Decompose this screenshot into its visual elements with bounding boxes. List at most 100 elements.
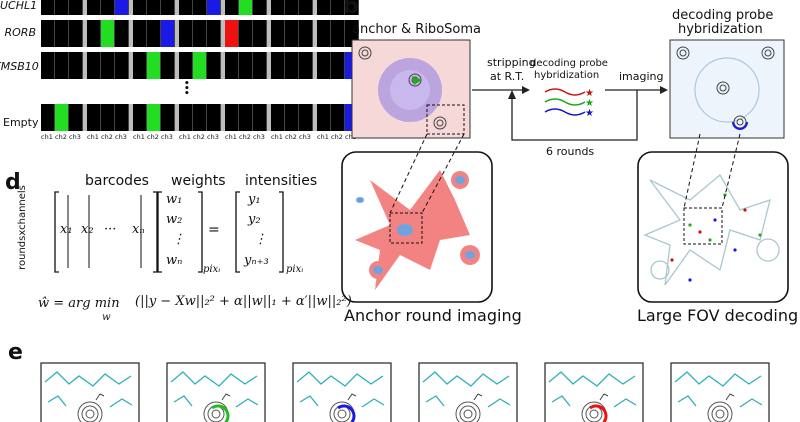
w1-var: w₁	[166, 192, 183, 207]
zoom-box-fov	[683, 207, 723, 245]
matrix-brackets	[54, 191, 284, 273]
zoom-line	[421, 133, 465, 214]
group-separator	[129, 0, 133, 15]
heatmap-cell	[101, 104, 115, 131]
yn-var: yₙ₊₃	[244, 253, 269, 268]
heatmap-cell	[55, 104, 69, 131]
zoom-line	[683, 133, 701, 209]
heatmap-cell	[179, 52, 193, 79]
heatmap-cell	[101, 0, 115, 15]
heatmap-cell	[115, 0, 129, 15]
channel-label: ch3	[115, 133, 127, 141]
heatmap-row	[41, 104, 359, 131]
heatmap-cell	[41, 52, 55, 79]
group-separator	[83, 52, 87, 79]
channel-label: ch1	[179, 133, 191, 141]
heatmap-cell	[133, 52, 147, 79]
heatmap-cell	[225, 20, 239, 47]
star-red-icon: ★	[585, 88, 594, 99]
heatmap-cell	[225, 104, 239, 131]
group-separator	[313, 0, 317, 15]
gene-label-empty: Empty	[3, 116, 39, 129]
decoding-title-line2: hybridization	[678, 22, 763, 37]
group-separator	[267, 104, 271, 131]
channel-label: ch2	[193, 133, 205, 141]
channel-label: ch2	[101, 133, 113, 141]
heatmap-cell	[69, 0, 83, 15]
zoom-line	[389, 133, 428, 214]
mid-decoding-label-2: hybridization	[534, 70, 600, 81]
heatmap-cell	[331, 104, 345, 131]
x2-var: x₂	[81, 222, 94, 237]
heatmap-cell	[133, 0, 147, 15]
xn-var: xₙ	[132, 222, 145, 237]
w2-var: w₂	[166, 212, 183, 227]
channel-label: ch1	[87, 133, 99, 141]
heatmap-cell	[225, 52, 239, 79]
heatmap-cell	[69, 52, 83, 79]
heatmap-cell	[133, 20, 147, 47]
heatmap-cell	[225, 0, 239, 15]
channel-label: ch1	[41, 133, 53, 141]
heatmap-cell	[69, 104, 83, 131]
group-separator	[267, 20, 271, 47]
heatmap-cell	[147, 0, 161, 15]
heatmap-cell	[161, 104, 175, 131]
group-separator	[129, 104, 133, 131]
x1-var: x₁	[60, 222, 73, 237]
heatmap-cell	[193, 0, 207, 15]
group-separator	[175, 52, 179, 79]
heatmap-cell	[147, 52, 161, 79]
group-separator	[129, 20, 133, 47]
anchor-caption: Anchor round imaging	[344, 306, 522, 325]
gene-label-uchl1: UCHL1	[0, 0, 38, 12]
heatmap-cell	[331, 52, 345, 79]
heatmap-cell	[239, 104, 253, 131]
probe-tile	[292, 362, 392, 422]
panel-label-e: e	[8, 340, 23, 365]
channel-label: ch2	[147, 133, 159, 141]
y2-var: y₂	[248, 212, 261, 227]
heatmap-cell	[253, 104, 267, 131]
channel-label: ch1	[271, 133, 283, 141]
heatmap-cell	[271, 0, 285, 15]
heatmap-cell	[115, 104, 129, 131]
decoding-title-line1: decoding probe	[672, 8, 774, 23]
heatmap-row	[41, 0, 359, 15]
heatmap-cell	[69, 20, 83, 47]
stripping-label-1: stripping	[487, 56, 536, 69]
heatmap-cell	[133, 104, 147, 131]
weights-label: weights	[171, 173, 226, 189]
channel-label: ch3	[345, 133, 357, 141]
heatmap-cell	[193, 104, 207, 131]
group-separator	[129, 52, 133, 79]
cell-outlines	[643, 174, 780, 286]
zoom-box-anchor	[426, 104, 465, 135]
heatmap-cell	[345, 0, 359, 15]
heatmap-cell	[317, 104, 331, 131]
channel-label: ch3	[161, 133, 173, 141]
heatmap-cell	[331, 20, 345, 47]
fov-image-frame	[637, 151, 789, 303]
heatmap-cell	[207, 104, 221, 131]
heatmap-row	[41, 20, 359, 47]
group-separator	[175, 0, 179, 15]
group-separator	[313, 104, 317, 131]
probe-tile	[40, 362, 140, 422]
heatmap-cell	[239, 0, 253, 15]
heatmap-cell	[87, 52, 101, 79]
pixi-subscript-w: pixᵢ	[203, 264, 221, 275]
heatmap-cell	[161, 20, 175, 47]
heatmap-cell	[147, 20, 161, 47]
star-green-icon: ★	[585, 98, 594, 109]
channel-label: ch1	[317, 133, 329, 141]
heatmap-cell	[317, 20, 331, 47]
nuclei	[356, 176, 475, 274]
channel-label: ch3	[253, 133, 265, 141]
panel-label-d: d	[5, 170, 21, 195]
decoded-dots	[670, 193, 762, 282]
heatmap-cell	[253, 52, 267, 79]
heatmap-cell	[331, 0, 345, 15]
heatmap-cell	[41, 20, 55, 47]
y-dots: ⋮	[254, 232, 267, 247]
